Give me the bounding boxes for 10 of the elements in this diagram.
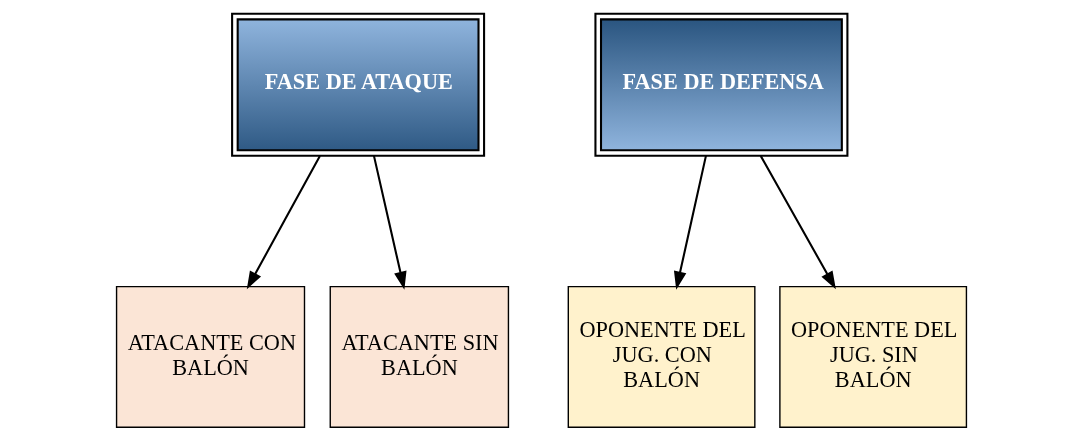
arrow [673,155,707,290]
node-box: OPONENTE DEL JUG. SIN BALÓN [779,285,968,428]
arrow [372,155,407,290]
arrow [759,155,836,290]
node-box: OPONENTE DEL JUG. CON BALÓN [567,285,756,428]
node-box: ATACANTE SIN BALÓN [329,285,510,428]
node-box: ATACANTE CON BALÓN [115,285,306,428]
node-box: FASE DE DEFENSA [594,12,849,157]
arrow [246,155,321,290]
node-box: FASE DE ATAQUE [231,12,486,157]
